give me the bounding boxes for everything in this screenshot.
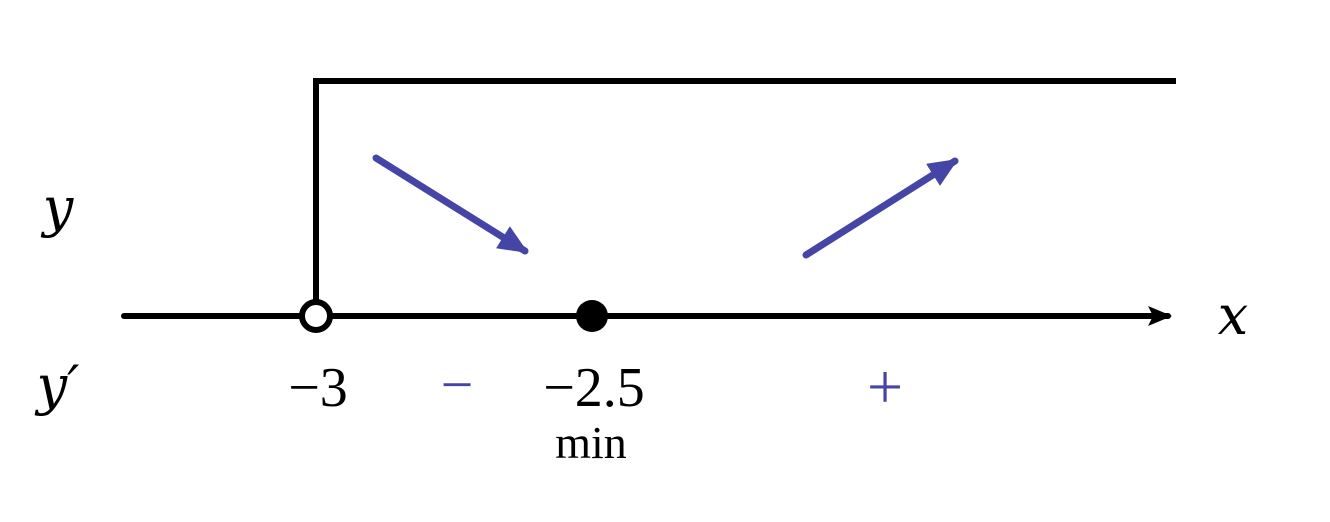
sign-minus: −: [441, 352, 474, 417]
critical-point-label: −2.5: [543, 357, 645, 419]
increasing-arrow: [802, 157, 959, 259]
decreasing-arrow: [372, 154, 529, 255]
domain-start-label: −3: [288, 357, 348, 419]
open-point-domain-start: [299, 299, 333, 333]
sign-plus: +: [867, 351, 903, 422]
critical-point-type-label: min: [555, 417, 627, 468]
table-bracket: [313, 78, 1176, 316]
derivative-row-label: y′: [35, 354, 80, 417]
axis-variable-label: x: [1218, 284, 1248, 347]
function-row-label: y: [41, 176, 75, 239]
closed-point-critical: [576, 300, 608, 332]
